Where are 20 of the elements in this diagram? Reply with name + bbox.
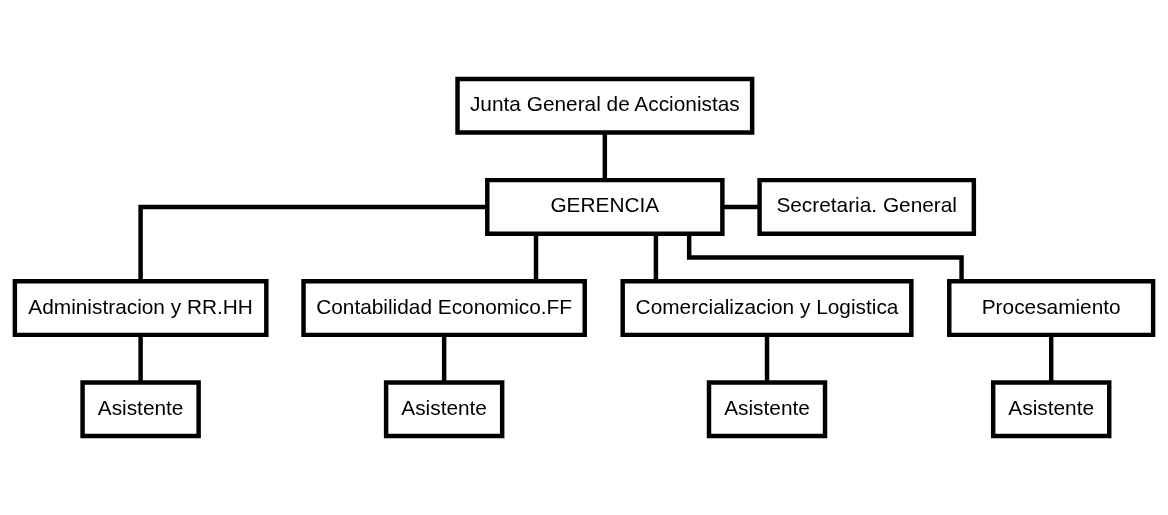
node-box: Comercializacion y Logistica xyxy=(620,279,914,338)
connector xyxy=(138,335,143,383)
node-box: GERENCIA xyxy=(485,177,725,236)
connector xyxy=(441,335,447,383)
node-box: Procesamiento xyxy=(947,279,1156,338)
connector xyxy=(1048,335,1054,383)
node-box: Asistente xyxy=(80,380,201,439)
connector xyxy=(533,234,539,281)
connector xyxy=(602,132,608,180)
connector xyxy=(138,204,488,281)
node-box: Asistente xyxy=(990,380,1112,439)
node-box: Asistente xyxy=(706,380,828,439)
node-box: Junta General de Accionistas xyxy=(455,76,755,135)
node-box: Contabilidad Economico.FF xyxy=(301,279,587,338)
node-box: Secretaria. General xyxy=(757,177,977,236)
connector xyxy=(722,204,760,210)
connector xyxy=(764,335,770,383)
node-box: Administracion y RR.HH xyxy=(12,279,269,338)
node-box: Asistente xyxy=(383,380,505,439)
connector xyxy=(653,234,659,281)
